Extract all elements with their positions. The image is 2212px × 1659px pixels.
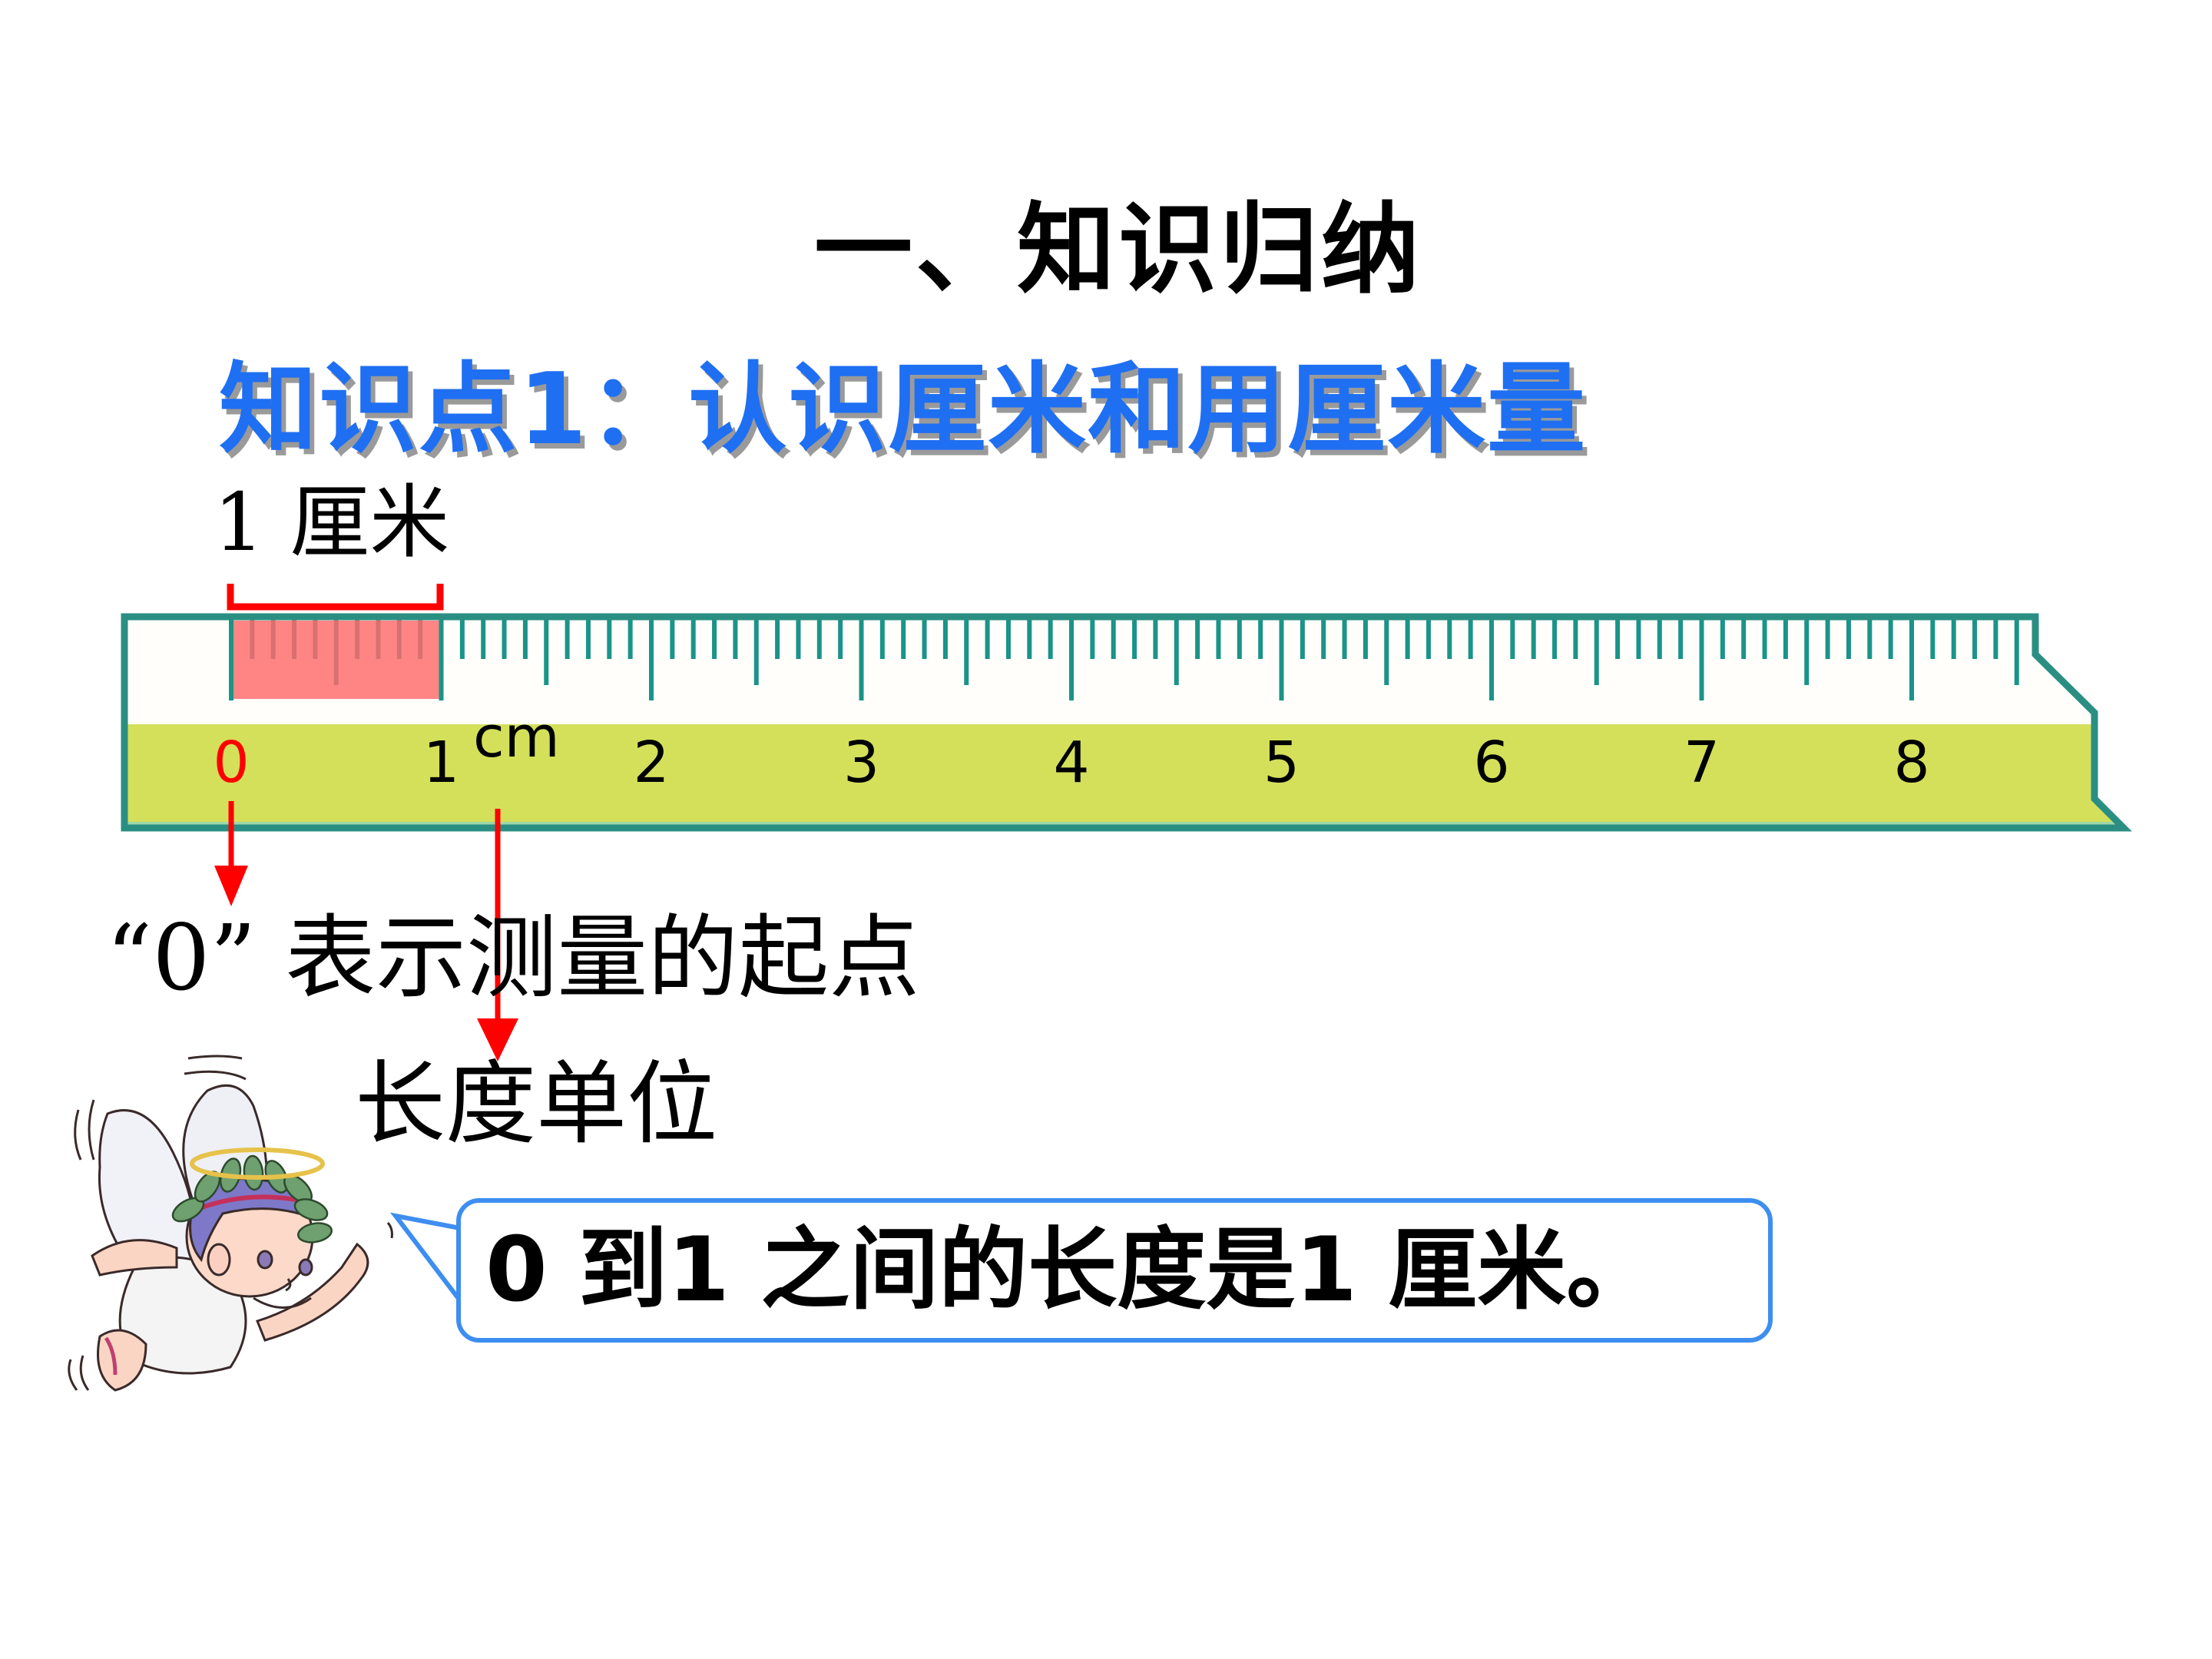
ruler-number-5: 5: [1263, 730, 1300, 796]
one-centimeter-label: 1 厘米: [214, 475, 450, 569]
ruler-numbers: 0 1 2 3 4 5 6 7 8: [213, 730, 1929, 796]
arrow-to-zero-caption: [214, 801, 248, 906]
one-cm-bracket: [227, 584, 444, 611]
slide-title: 一、知识归纳: [814, 193, 1423, 307]
speech-bubble: [456, 1198, 1773, 1343]
length-unit-caption: 长度单位: [355, 1051, 718, 1157]
ruler-number-7: 7: [1684, 730, 1720, 796]
ruler-number-4: 4: [1053, 730, 1089, 796]
ruler-number-2: 2: [633, 730, 669, 796]
arrow-to-unit-caption: [477, 809, 518, 1061]
ruler: 0 1 2 3 4 5 6 7 8 cm: [121, 613, 2132, 832]
zero-start-caption: “0” 表示测量的起点: [106, 905, 920, 1011]
ruler-number-3: 3: [843, 730, 879, 796]
halo-icon: [190, 1147, 325, 1180]
speech-bubble-tail: [389, 1212, 466, 1307]
ruler-number-band: [124, 724, 2124, 828]
wing-front-icon: [98, 1109, 198, 1261]
ruler-number-6: 6: [1473, 730, 1509, 796]
ruler-number-8: 8: [1893, 730, 1929, 796]
speech-bubble-text: 0 到1 之间的长度是1 厘米。: [485, 1218, 1656, 1322]
knowledge-point-heading: 知识点1：认识厘米和用厘米量: [219, 353, 1588, 467]
ruler-ticks: [229, 619, 2019, 700]
ruler-number-0: 0: [213, 730, 249, 796]
ruler-number-1: 1: [423, 730, 459, 796]
ruler-outline: [121, 613, 2132, 832]
ruler-unit-label: cm: [473, 704, 560, 770]
angel-character: [68, 1055, 393, 1392]
